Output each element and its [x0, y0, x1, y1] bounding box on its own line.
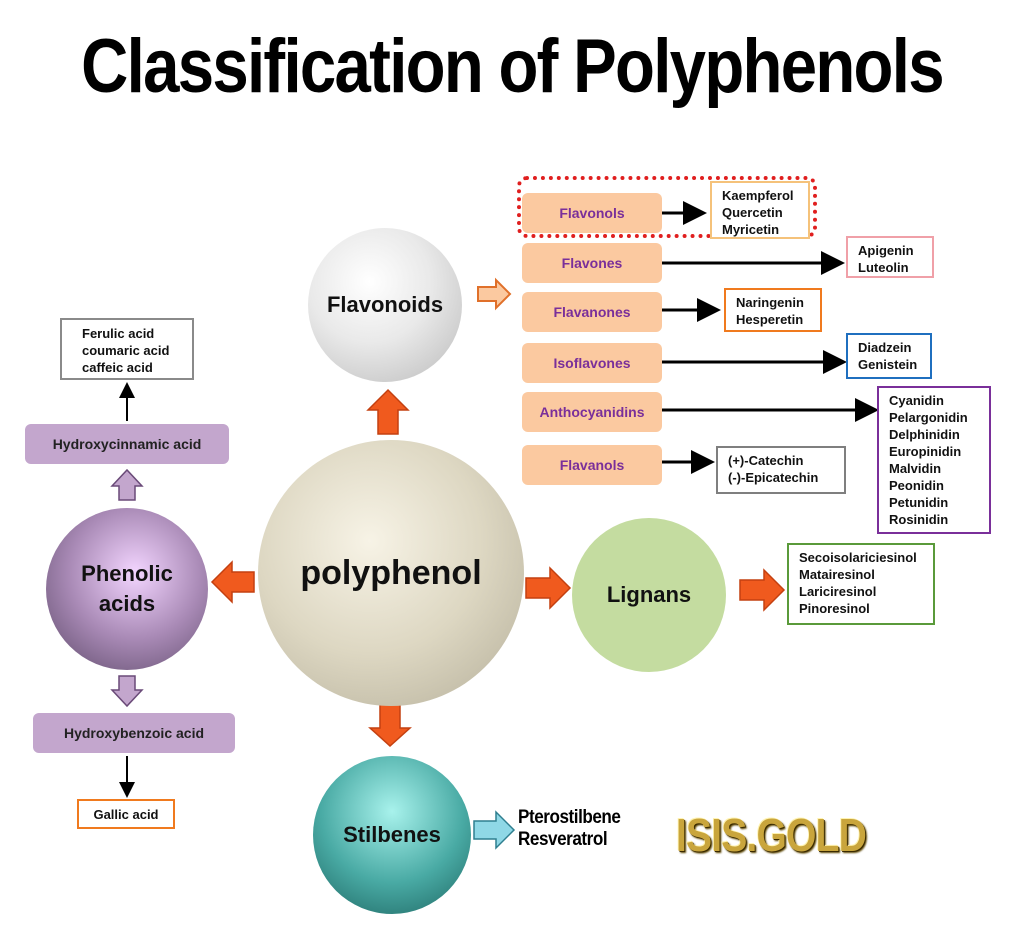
arrow-to-stilbenes — [368, 703, 412, 748]
flavonols-highlight-frame — [517, 176, 817, 238]
arrow-to-phenolic — [210, 560, 255, 604]
member-item: Lariciresinol — [799, 584, 877, 599]
member-item: Peonidin — [889, 478, 944, 493]
member-item: Resveratrol — [518, 829, 608, 850]
node-lignans-label: Lignans — [606, 582, 692, 607]
member-item: Rosinidin — [889, 512, 949, 527]
member-item: Secoisolariciesinol — [799, 550, 917, 565]
member-item: Malvidin — [889, 461, 942, 476]
member-item: Petunidin — [889, 495, 949, 510]
members-hydroxybenzoic: Gallic acid — [77, 799, 175, 829]
member-item: (+)-Catechin — [728, 453, 804, 468]
arrow-to-flavonoids — [366, 388, 410, 435]
arrow-flavonoids-subclasses — [477, 277, 512, 311]
arrow-lignans-members — [739, 568, 786, 612]
members-flavonols: Kaempferol Quercetin Myricetin — [710, 181, 810, 239]
node-polyphenol-label: polyphenol — [300, 553, 482, 592]
member-item: caffeic acid — [82, 360, 153, 375]
subclass-flavanols: Flavanols — [522, 445, 662, 485]
node-phenolic-label-1: Phenolic — [81, 561, 173, 586]
member-item: Hesperetin — [736, 312, 804, 327]
watermark-logo: ISIS.GOLD — [676, 809, 867, 861]
member-item: Delphinidin — [889, 427, 960, 442]
subclass-anthocyanidins-label: Anthocyanidins — [539, 404, 645, 420]
subclass-flavones-label: Flavones — [561, 255, 623, 271]
member-item: Apigenin — [858, 243, 914, 258]
member-item: Diadzein — [858, 340, 912, 355]
arrow-to-hydroxybenzoic — [110, 675, 144, 708]
node-flavonoids: Flavonoids — [308, 228, 462, 382]
subclass-hydroxybenzoic: Hydroxybenzoic acid — [33, 713, 235, 753]
member-item: (-)-Epicatechin — [728, 470, 819, 485]
subclass-hydroxycinnamic: Hydroxycinnamic acid — [25, 424, 229, 464]
members-flavanones: Naringenin Hesperetin — [724, 288, 822, 332]
subclass-hydroxycinnamic-label: Hydroxycinnamic acid — [52, 436, 202, 452]
node-flavonoids-label: Flavonoids — [326, 292, 444, 317]
member-item: coumaric acid — [82, 343, 170, 358]
arrow-to-lignans — [525, 566, 572, 610]
members-isoflavones: Diadzein Genistein — [846, 333, 932, 379]
member-item: Quercetin — [722, 205, 783, 220]
subclass-hydroxybenzoic-label: Hydroxybenzoic acid — [63, 725, 205, 741]
subclass-flavanols-label: Flavanols — [559, 457, 625, 473]
node-lignans: Lignans — [572, 518, 726, 672]
subclass-flavonols-label: Flavonols — [559, 205, 625, 221]
subclass-flavanones: Flavanones — [522, 292, 662, 332]
node-stilbenes: Stilbenes — [313, 756, 471, 914]
arrow-to-hydroxycinnamic — [110, 468, 144, 501]
members-lignans: Secoisolariciesinol Matairesinol Laricir… — [787, 543, 935, 625]
subclass-flavones: Flavones — [522, 243, 662, 283]
members-stilbenes: Pterostilbene Resveratrol — [518, 807, 621, 851]
member-item: Pterostilbene — [518, 807, 621, 828]
node-phenolic-label-2: acids — [98, 591, 156, 616]
member-item: Genistein — [858, 357, 918, 372]
page-title: Classification of Polyphenols — [81, 24, 944, 109]
node-phenolic-acids: Phenolic acids — [46, 508, 208, 670]
member-item: Pinoresinol — [799, 601, 870, 616]
member-item: Myricetin — [722, 222, 780, 237]
members-hydroxycinnamic: Ferulic acid coumaric acid caffeic acid — [60, 318, 194, 380]
member-item: Ferulic acid — [82, 326, 155, 341]
member-item: Luteolin — [858, 260, 909, 275]
member-item: Gallic acid — [93, 806, 159, 822]
member-item: Europinidin — [889, 444, 962, 459]
node-stilbenes-label: Stilbenes — [343, 822, 441, 847]
member-item: Naringenin — [736, 295, 804, 310]
node-polyphenol: polyphenol — [258, 440, 524, 706]
member-item: Matairesinol — [799, 567, 875, 582]
subclass-isoflavones-label: Isoflavones — [553, 355, 631, 371]
member-item: Pelargonidin — [889, 410, 968, 425]
member-item: Kaempferol — [722, 188, 794, 203]
subclass-flavonols: Flavonols — [522, 193, 662, 233]
subclass-anthocyanidins: Anthocyanidins — [522, 392, 662, 432]
arrow-stilbenes-members — [473, 810, 516, 850]
member-item: Cyanidin — [889, 393, 944, 408]
members-flavanols: (+)-Catechin (-)-Epicatechin — [716, 446, 846, 494]
subclass-flavanones-label: Flavanones — [553, 304, 631, 320]
members-flavones: Apigenin Luteolin — [846, 236, 934, 278]
subclass-isoflavones: Isoflavones — [522, 343, 662, 383]
members-anthocyanidins: Cyanidin Pelargonidin Delphinidin Europi… — [877, 386, 991, 534]
